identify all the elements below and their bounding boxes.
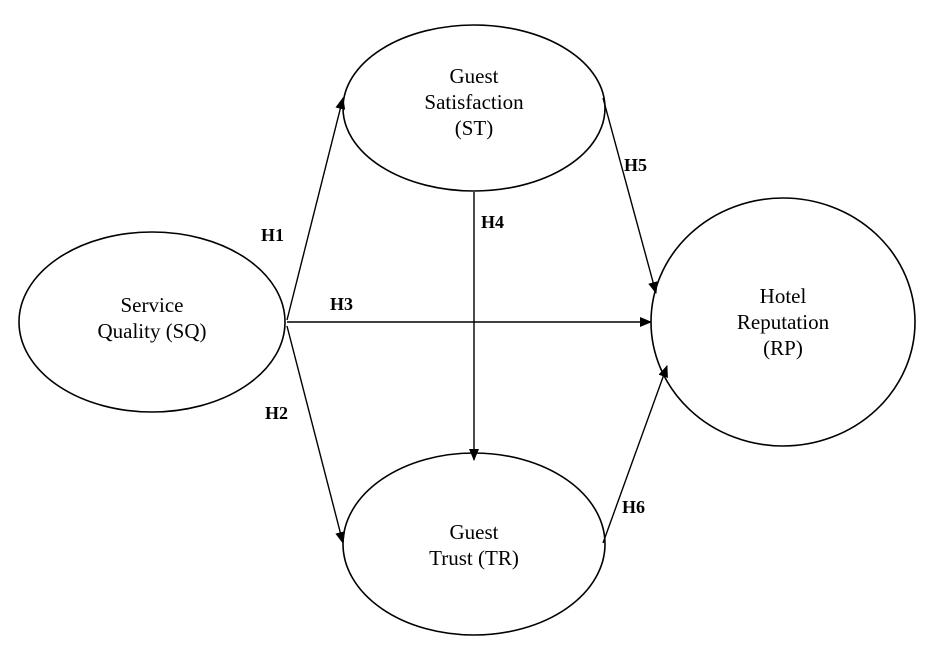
node-tr-line-2: Trust (TR) [429, 546, 519, 570]
node-st-line-2: Satisfaction [424, 90, 524, 114]
node-st-line-1: Guest [449, 64, 499, 88]
edge-h6-arrow [602, 365, 668, 544]
node-sq-line-2: Quality (SQ) [97, 319, 207, 343]
node-tr-label: Guest Trust (TR) [374, 519, 574, 571]
edge-h2-arrow [286, 325, 346, 544]
node-tr-line-1: Guest [449, 520, 499, 544]
edge-h2-label: H2 [265, 403, 289, 423]
node-st-line-3: (ST) [454, 116, 494, 140]
node-sq-label: Service Quality (SQ) [52, 292, 252, 344]
node-rp-line-1: Hotel [759, 284, 807, 308]
node-sq-line-1: Service [120, 293, 184, 317]
edge-h5-arrow [602, 97, 658, 294]
node-rp-line-2: Reputation [736, 310, 830, 334]
node-rp-label: Hotel Reputation (RP) [683, 283, 883, 361]
edge-h3-label: H3 [330, 294, 354, 314]
edge-h1-label: H1 [261, 225, 285, 245]
node-rp-line-3: (RP) [763, 336, 803, 360]
edge-h5-label: H5 [624, 155, 648, 175]
node-st-label: Guest Satisfaction (ST) [374, 63, 574, 141]
node-sq-ellipse [18, 231, 286, 413]
edge-h1-arrow [286, 97, 346, 321]
edge-h4-label: H4 [481, 212, 505, 232]
edge-h6-label: H6 [622, 497, 646, 517]
